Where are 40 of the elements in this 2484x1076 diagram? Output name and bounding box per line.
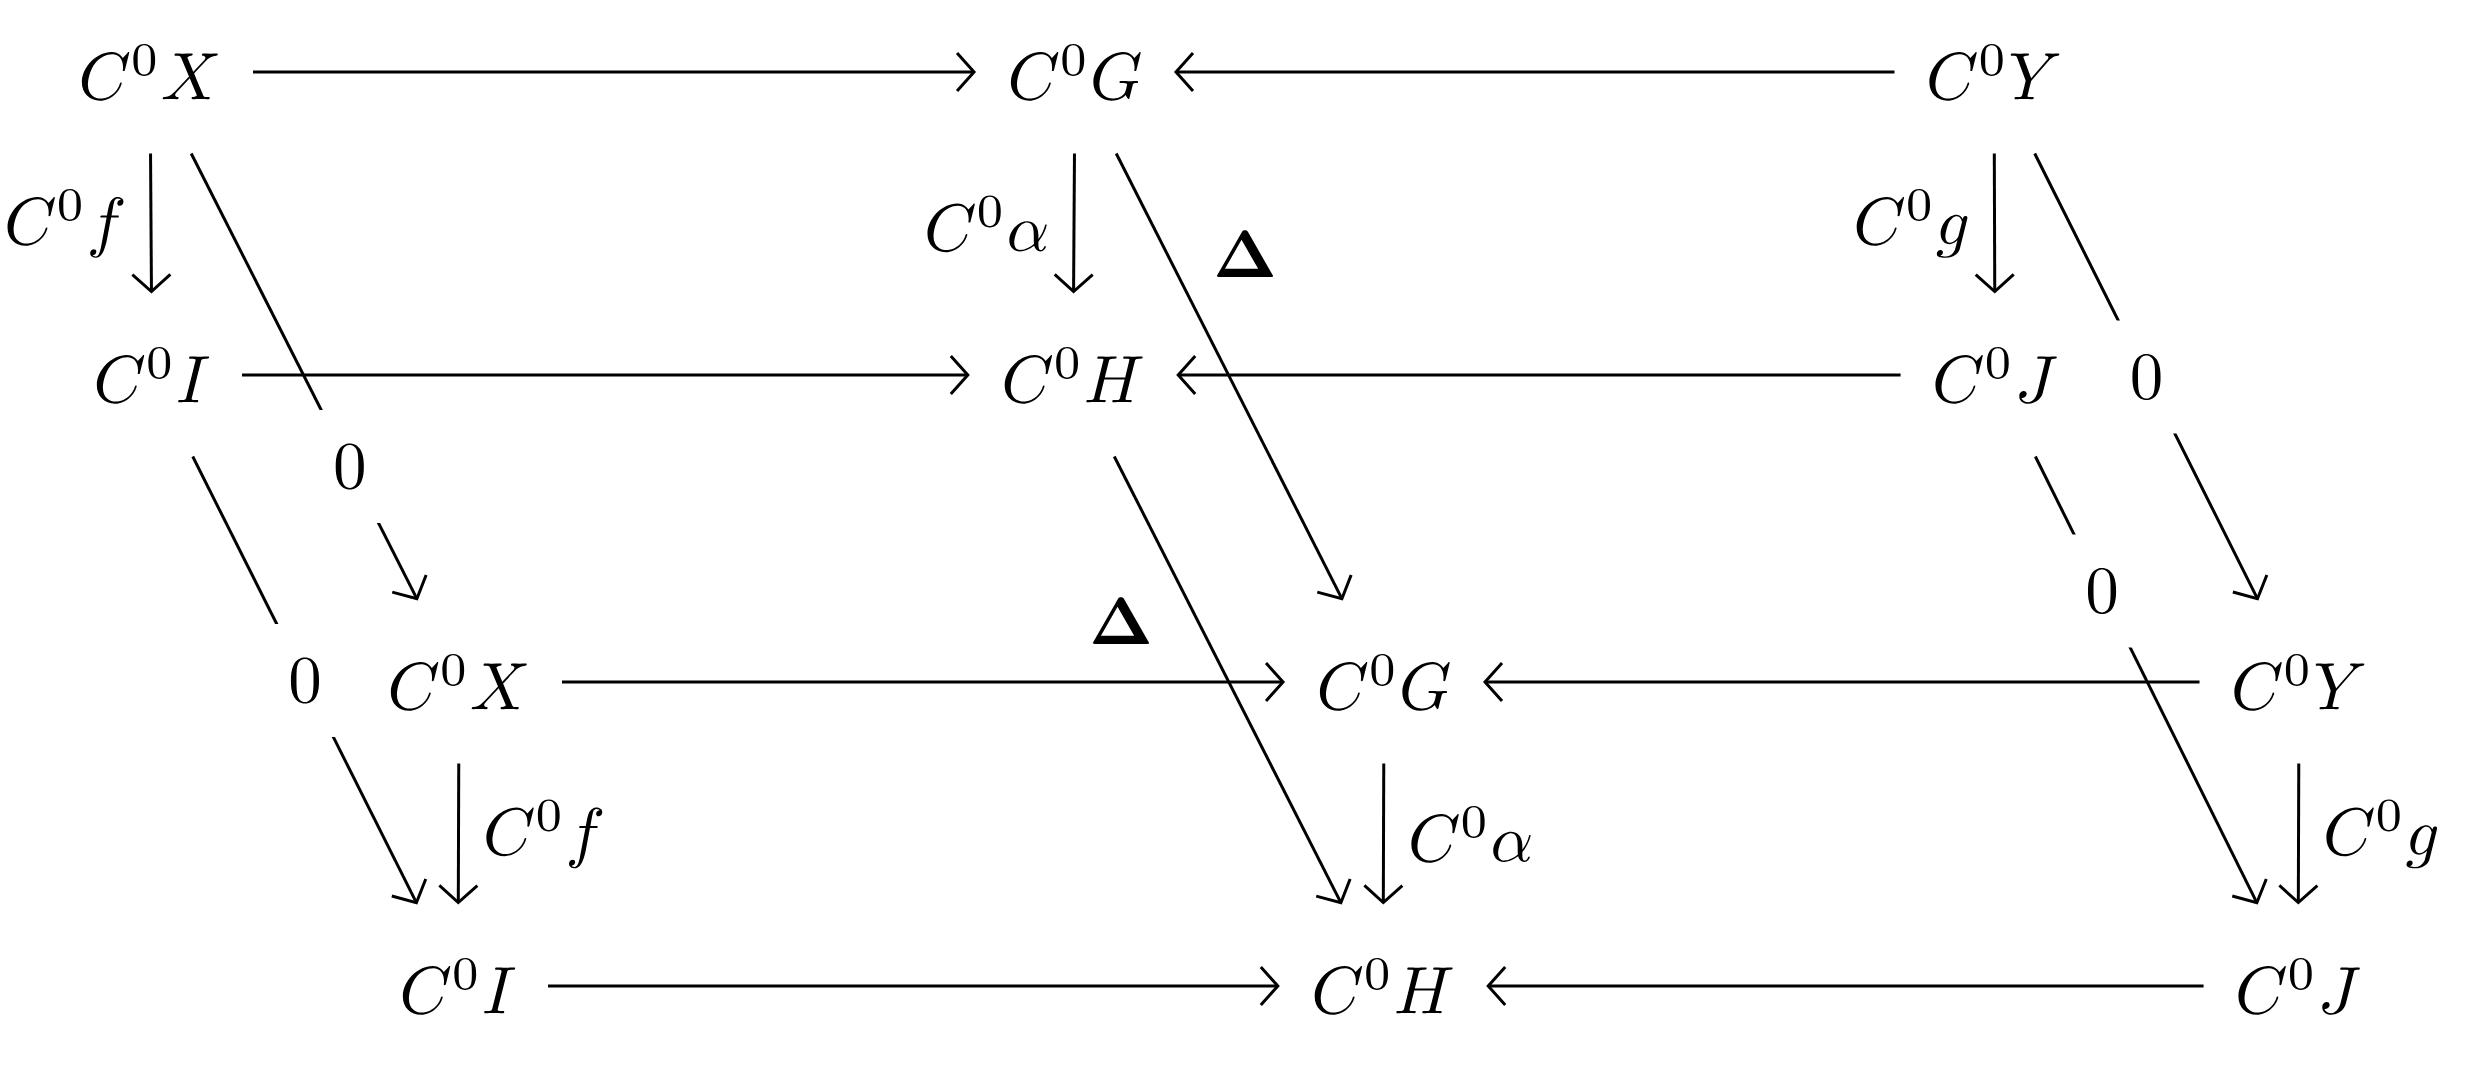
math-label: $C^0J$ xyxy=(1935,346,2057,404)
arrow xyxy=(1486,966,2204,1006)
arrow xyxy=(562,662,1286,702)
edge-label: $C^0\alpha$ xyxy=(1411,805,1531,863)
math-label: $C^0X$ xyxy=(81,43,218,101)
arrow xyxy=(1974,153,2015,294)
math-label: $C^0X$ xyxy=(390,653,527,711)
arrow xyxy=(242,355,970,395)
arrow xyxy=(1176,355,1901,395)
math-label: $C^0Y$ xyxy=(2234,653,2365,711)
edge-label: $\mathbf{\Delta}$ xyxy=(1216,230,1274,277)
edge-label: $C^0\alpha$ xyxy=(927,195,1047,253)
edge-label: $C^0g$ xyxy=(1856,188,1968,258)
arrow xyxy=(548,966,1280,1006)
math-label: $C^0Y$ xyxy=(1929,43,2060,101)
arrow xyxy=(1363,763,1404,905)
arrow xyxy=(438,763,479,905)
arrow xyxy=(1483,662,2200,702)
math-label: $C^0I$ xyxy=(96,346,210,404)
math-label: $C^0H$ xyxy=(1004,346,1143,404)
edge-label: $C^0f$ xyxy=(7,188,124,258)
arrow xyxy=(1174,52,1895,92)
edge-label: $0$ xyxy=(2063,534,2141,648)
arrow xyxy=(1114,152,1353,601)
arrow xyxy=(1053,153,1094,294)
edge-label: $C^0g$ xyxy=(2326,799,2438,869)
math-label: $C^0H$ xyxy=(1314,957,1453,1015)
arrow xyxy=(2278,763,2319,905)
math-label: $C^0G$ xyxy=(1010,43,1141,101)
math-label: $C^0I$ xyxy=(402,957,516,1015)
edge-label: $0$ xyxy=(311,409,389,523)
math-label: $C^0J$ xyxy=(2238,957,2360,1015)
edge-label: $C^0f$ xyxy=(486,799,603,869)
edge-label: $0$ xyxy=(266,624,344,737)
edge-label: $\mathbf{\Delta}$ xyxy=(1092,597,1150,644)
edge-label: $0$ xyxy=(2107,320,2186,434)
arrow xyxy=(131,153,172,294)
arrow xyxy=(1112,455,1352,905)
arrow xyxy=(253,52,977,92)
math-label: $C^0G$ xyxy=(1319,653,1450,711)
